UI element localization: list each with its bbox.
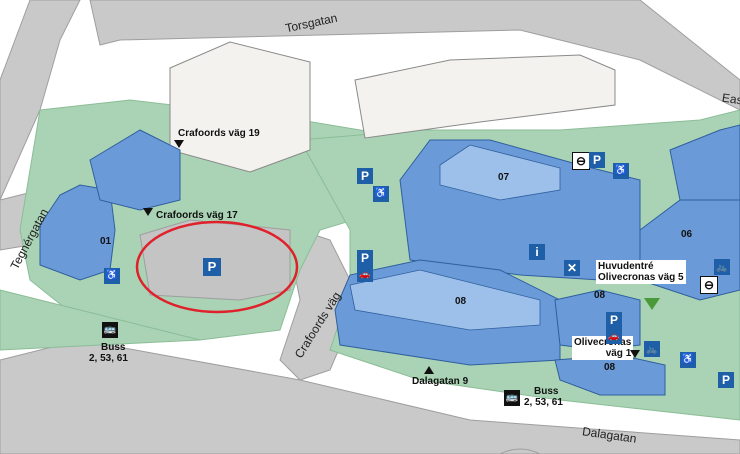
building-06-north [669, 124, 740, 201]
no-entry-icon: ⊖ [700, 276, 718, 294]
entrance-marker-icon [630, 350, 640, 358]
main-entrance-marker-icon [644, 298, 660, 310]
bicycle-icon: 🚲 [714, 259, 730, 275]
olivecronas-1-address: väg 1 [605, 348, 632, 359]
entrance-marker-icon [143, 208, 153, 216]
street-east: Eas [721, 90, 740, 108]
no-entry-icon: ⊖ [572, 152, 590, 170]
wheelchair-icon: ♿ [373, 186, 389, 202]
wheelchair-icon: ♿ [613, 163, 629, 179]
bicycle-icon: 🚲 [644, 341, 660, 357]
building-number-06: 06 [681, 229, 693, 240]
bus-icon: 🚌 [102, 322, 118, 338]
olivecronas-1-label-box: Olivecronas väg 1 [572, 336, 634, 360]
wheelchair-icon: ♿ [104, 268, 120, 284]
entrance-crafoords-19: Crafoords väg 19 [178, 128, 260, 139]
parking-icon: P [718, 372, 734, 388]
roof-08 [349, 269, 541, 331]
entrance-dalagatan-9: Dalagatan 9 [412, 376, 469, 387]
entrance-marker-icon [424, 366, 434, 374]
grass-southwest [0, 289, 201, 351]
building-01 [39, 184, 116, 281]
car-icon: 🚗 [606, 328, 622, 344]
entrance-marker-icon [174, 140, 184, 148]
bus-stop-west-title: Buss [101, 342, 126, 353]
car-icon: 🚗 [357, 266, 373, 282]
huvudentre-label-box: Huvudentré Olivecronas väg 5 [596, 260, 686, 284]
building-number-08-main: 08 [455, 296, 467, 307]
white-buildings [169, 41, 616, 173]
building-white-1 [169, 41, 311, 173]
entrance-crafoords-17: Crafoords väg 17 [156, 210, 238, 221]
huvudentre-address: Olivecronas väg 5 [598, 272, 684, 283]
roof-07 [439, 144, 561, 201]
road-torsgatan [89, 0, 740, 111]
bus-icon: 🚌 [504, 390, 520, 406]
building-number-07: 07 [498, 172, 510, 183]
roof-highlights [349, 144, 561, 331]
building-01-north [89, 129, 181, 211]
parking-icon: P [357, 250, 373, 266]
olivecronas-1-title: Olivecronas [574, 337, 632, 348]
highlight-circle [135, 220, 299, 314]
parking-icon: P [203, 258, 221, 276]
bus-stop-south-title: Buss [534, 386, 559, 397]
bus-stop-west-lines: 2, 53, 61 [89, 353, 128, 364]
building-number-01: 01 [100, 236, 112, 247]
parking-icon: P [589, 152, 605, 168]
road-dalagatan [0, 339, 740, 454]
compass-icon [499, 448, 541, 454]
parking-icon: P [357, 168, 373, 184]
building-number-08-east: 08 [594, 290, 606, 301]
building-white-2 [354, 54, 616, 139]
info-icon: i [529, 244, 545, 260]
restaurant-icon: ✕ [564, 260, 580, 276]
wheelchair-icon: ♿ [680, 352, 696, 368]
huvudentre-title: Huvudentré [598, 261, 654, 272]
building-number-08-south: 08 [604, 362, 616, 373]
bus-stop-south-lines: 2, 53, 61 [524, 397, 563, 408]
road-tegnergatan [0, 0, 81, 201]
parking-icon: P [606, 312, 622, 328]
